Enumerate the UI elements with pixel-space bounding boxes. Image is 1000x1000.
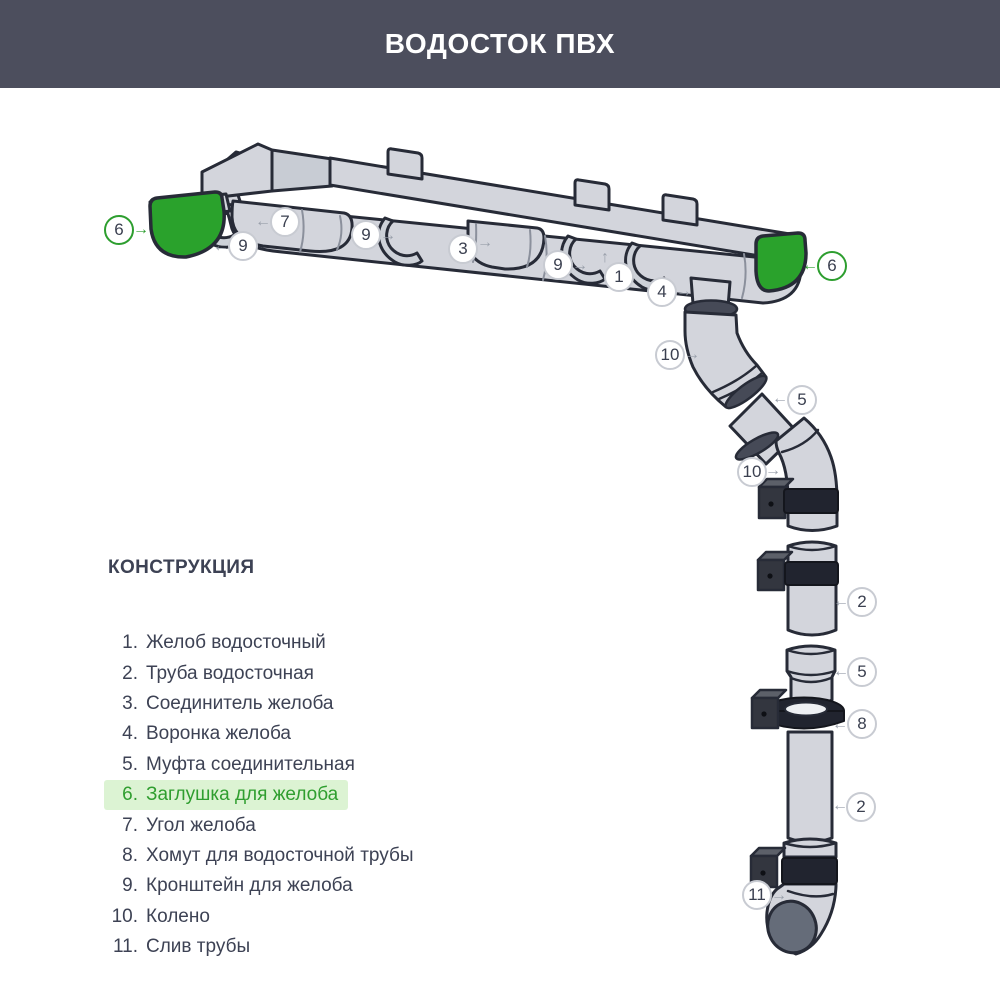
legend-item-label: Воронка желоба: [146, 723, 291, 745]
legend-item-number: 7.: [122, 814, 138, 836]
pipe-coupling: [785, 644, 837, 707]
legend-item-label: Слив трубы: [146, 936, 251, 958]
right-end-cap: [754, 231, 808, 293]
pipe-clamp-ring: [750, 688, 845, 730]
legend-item-number: 10.: [111, 905, 138, 927]
legend-item-number: 11.: [112, 936, 138, 958]
legend-item-number: 9.: [122, 875, 138, 897]
legend-item-5: 5. Муфта соединительная: [104, 750, 365, 780]
legend-item-9: 9. Кронштейн для желоба: [104, 871, 363, 901]
downpipe-section-2: [786, 730, 834, 844]
legend-item-number: 5.: [122, 753, 138, 775]
legend-list: 1. Желоб водосточный 2. Труба водосточная 3.…: [104, 628, 424, 962]
legend-item-10: 10. Колено: [104, 902, 220, 932]
upper-elbow: [683, 310, 768, 410]
legend-item-label: Угол желоба: [146, 814, 256, 836]
legend-item-label: Хомут для водосточной трубы: [146, 844, 414, 866]
legend-item-label: Соединитель желоба: [146, 692, 334, 714]
legend-item-number: 8.: [122, 844, 138, 866]
legend-item-label: Муфта соединительная: [146, 753, 355, 775]
drain-outlet: [749, 837, 838, 956]
legend-item-3: 3. Соединитель желоба: [104, 689, 343, 719]
legend-item-8: 8. Хомут для водосточной трубы: [104, 841, 424, 871]
legend-item-label: Колено: [146, 905, 210, 927]
legend-item-11: 11. Слив трубы: [104, 932, 260, 962]
legend-title: КОНСТРУКЦИЯ: [108, 557, 255, 578]
app-header: ВОДОСТОК ПВХ: [0, 0, 1000, 88]
legend-item-label: Заглушка для желоба: [146, 784, 339, 806]
lower-elbow: [757, 416, 839, 532]
legend-item-label: Труба водосточная: [146, 662, 314, 684]
legend-item-number: 1.: [122, 632, 138, 654]
page-title: ВОДОСТОК ПВХ: [384, 28, 616, 59]
legend-item-label: Желоб водосточный: [146, 632, 326, 654]
legend-item-number: 3.: [122, 692, 138, 714]
legend-item-1: 1. Желоб водосточный: [104, 628, 336, 658]
legend-item-7: 7. Угол желоба: [104, 810, 266, 840]
legend-item-4: 4. Воронка желоба: [104, 719, 301, 749]
downpipe-section-1: [756, 540, 839, 637]
legend-item-label: Кронштейн для желоба: [146, 875, 353, 897]
legend-item-number: 2.: [122, 662, 138, 684]
left-end-cap: [148, 190, 232, 259]
legend-item-number: 6.: [122, 784, 138, 806]
legend-item-6: 6. Заглушка для желоба: [104, 779, 349, 811]
legend-item-2: 2. Труба водосточная: [104, 658, 324, 688]
legend-item-number: 4.: [122, 723, 138, 745]
legend: КОНСТРУКЦИЯ 1. Желоб водосточный 2. Труба в…: [104, 557, 424, 962]
